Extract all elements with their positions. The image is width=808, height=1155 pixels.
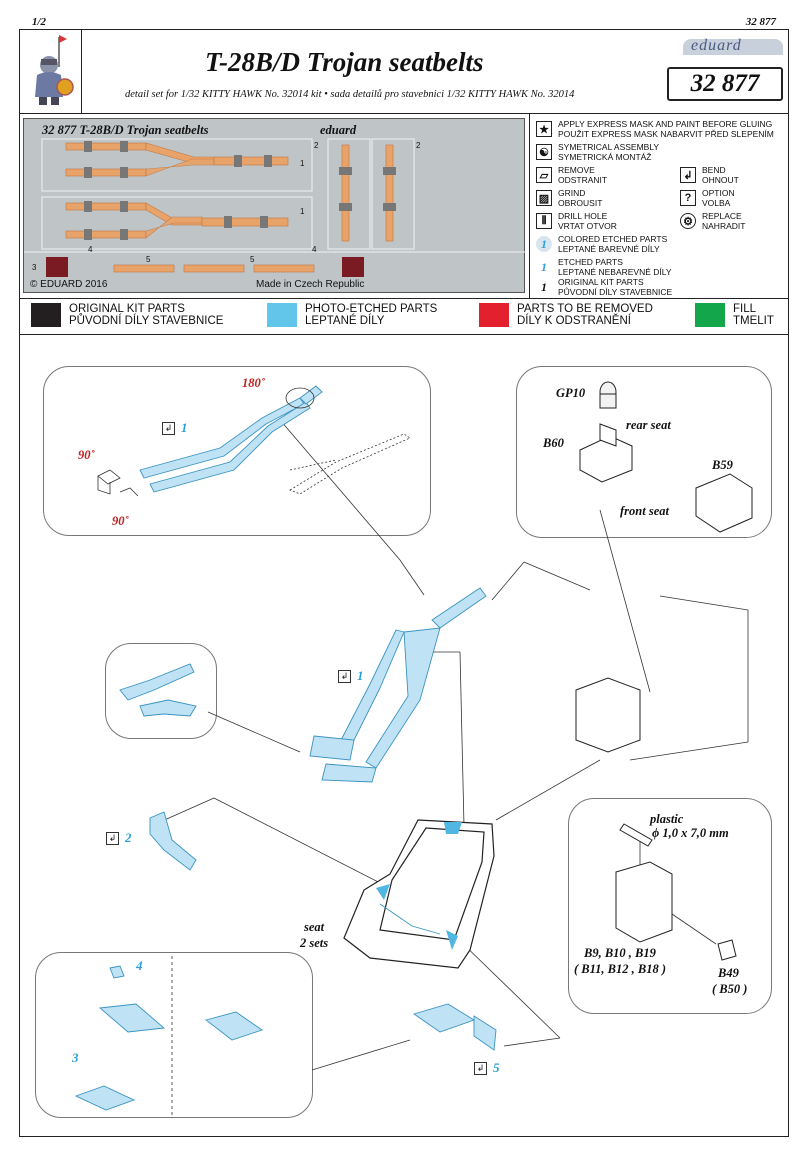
color-photo-etched: PHOTO-ETCHED PARTS LEPTANÉ DÍLY [267,303,437,327]
info-area: 32 877 T-28B/D Trojan seatbelts eduard [19,113,789,299]
gp10-label: GP10 [556,386,586,400]
color-fill: FILL TMELIT [695,303,774,327]
star-icon: ★ [536,121,552,137]
fret-belts-drawing [24,138,526,277]
grind-icon: ▨ [536,190,552,206]
swatch-remove [479,303,509,327]
fret-brand: eduard [320,123,357,137]
legend-replace: ⚙ REPLACE NAHRADIT [680,211,745,231]
legend-grind: ▨ GRIND OBROUSIT [536,188,602,208]
fret-image: 32 877 T-28B/D Trojan seatbelts eduard [23,118,526,293]
legend-original: 1 ORIGINAL KIT PARTS PŮVODNÍ DÍLY STAVEB… [536,277,672,297]
b60-label: B60 [543,436,564,450]
legend-drill: ⫴ DRILL HOLE VRTAT OTVOR [536,211,617,231]
step-1b: ↲ 1 [338,668,364,684]
legend-symmetrical: ☯ SYMETRICAL ASSEMBLY SYMETRICKÁ MONTÁŽ [536,142,659,162]
panel-buckle [35,952,313,1118]
b-parts-label: B9, B10 , B19 [584,946,656,960]
legend-remove: ▱ REMOVE ODSTRANIT [536,165,607,185]
etched-part-icon: 1 [541,259,547,274]
step-3-label: 3 [72,1050,79,1065]
fret-part-5b: 5 [250,255,255,264]
b49-label: B49 [718,966,739,980]
swatch-photo-etched [267,303,297,327]
fret-part-4a: 4 [88,245,93,254]
fret-copyright: © EDUARD 2016 [30,279,108,290]
page-code: 32 877 [745,16,776,28]
seat-label: seat [304,920,325,934]
step-1a: ↲ 1 [162,420,188,436]
swatch-original [31,303,61,327]
b59-label: B59 [712,458,733,472]
fret-part-2a: 2 [314,141,319,150]
bend-icon: ↲ [162,421,175,435]
yin-yang-icon: ☯ [536,144,552,160]
drill-icon: ⫴ [536,213,552,229]
color-legend: ORIGINAL KIT PARTS PŮVODNÍ DÍLY STAVEBNI… [19,298,789,335]
legend-option: ? OPTION VOLBA [680,188,735,208]
page-title: T-28B/D Trojan seatbelts [205,47,484,77]
bend-icon: ↲ [680,167,696,183]
rod-size-label: ϕ 1,0 x 7,0 mm [652,826,729,840]
fret-part-4b: 4 [312,245,317,254]
brand-tab [683,39,783,55]
plastic-label: plastic [650,812,684,826]
fret-part-3: 3 [32,263,37,272]
legend-bend: ↲ BEND OHNOUT [680,165,739,185]
fret-part-5a: 5 [146,255,151,264]
bend-icon: ↲ [474,1061,487,1075]
fret-part-2b: 2 [416,141,421,150]
angle-90-label-b: 90˚ [112,514,129,528]
b-parts-alt-label: ( B11, B12 , B18 ) [574,962,667,976]
page-frame [19,29,789,1137]
fret-part-1b: 1 [300,207,305,216]
header: T-28B/D Trojan seatbelts detail set for … [19,29,789,114]
question-icon: ? [680,190,696,206]
color-original: ORIGINAL KIT PARTS PŮVODNÍ DÍLY STAVEBNI… [31,303,223,327]
bend-icon: ↲ [338,669,351,683]
kit-number-box: 32 877 [667,67,783,101]
bend-icon: ↲ [106,831,119,845]
kit-number: 32 877 [690,70,760,97]
legend-colored: 1 COLORED ETCHED PARTS LEPTANÉ BAREVNÉ D… [536,234,667,254]
swatch-fill [695,303,725,327]
mascot-logo [19,29,82,113]
replace-icon: ⚙ [680,213,696,229]
panel-belt-bending [43,366,431,536]
fret-title: 32 877 T-28B/D Trojan seatbelts [42,123,209,137]
front-seat-label: front seat [620,504,669,518]
step-5: ↲ 5 [474,1060,500,1076]
brand-logo: eduard [691,37,742,54]
colored-part-icon: 1 [536,236,552,252]
remove-icon: ▱ [536,167,552,183]
angle-180-label: 180˚ [242,376,265,390]
step-4-label: 4 [136,958,143,973]
subtitle: detail set for 1/32 KITTY HAWK No. 32014… [125,89,575,100]
legend-express-mask: ★ APPLY EXPRESS MASK AND PAINT BEFORE GL… [536,119,774,139]
fret-made-in: Made in Czech Republic [256,279,365,290]
page-number: 1/2 [32,16,47,28]
rear-seat-label: rear seat [626,418,671,432]
seat-sets-label: 2 sets [300,936,329,950]
fret-part-1a: 1 [300,159,305,168]
panel-plastic-rod [568,798,772,1014]
step-2: ↲ 2 [106,830,132,846]
angle-90-label-a: 90˚ [78,448,95,462]
symbol-legend: ★ APPLY EXPRESS MASK AND PAINT BEFORE GL… [529,113,790,298]
legend-etched: 1 ETCHED PARTS LEPTANÉ NEBAREVNÉ DÍLY [536,257,672,277]
color-remove: PARTS TO BE REMOVED DÍLY K ODSTRANĚNÍ [479,303,653,327]
original-part-icon: 1 [541,279,547,294]
b50-label: ( B50 ) [712,982,748,996]
